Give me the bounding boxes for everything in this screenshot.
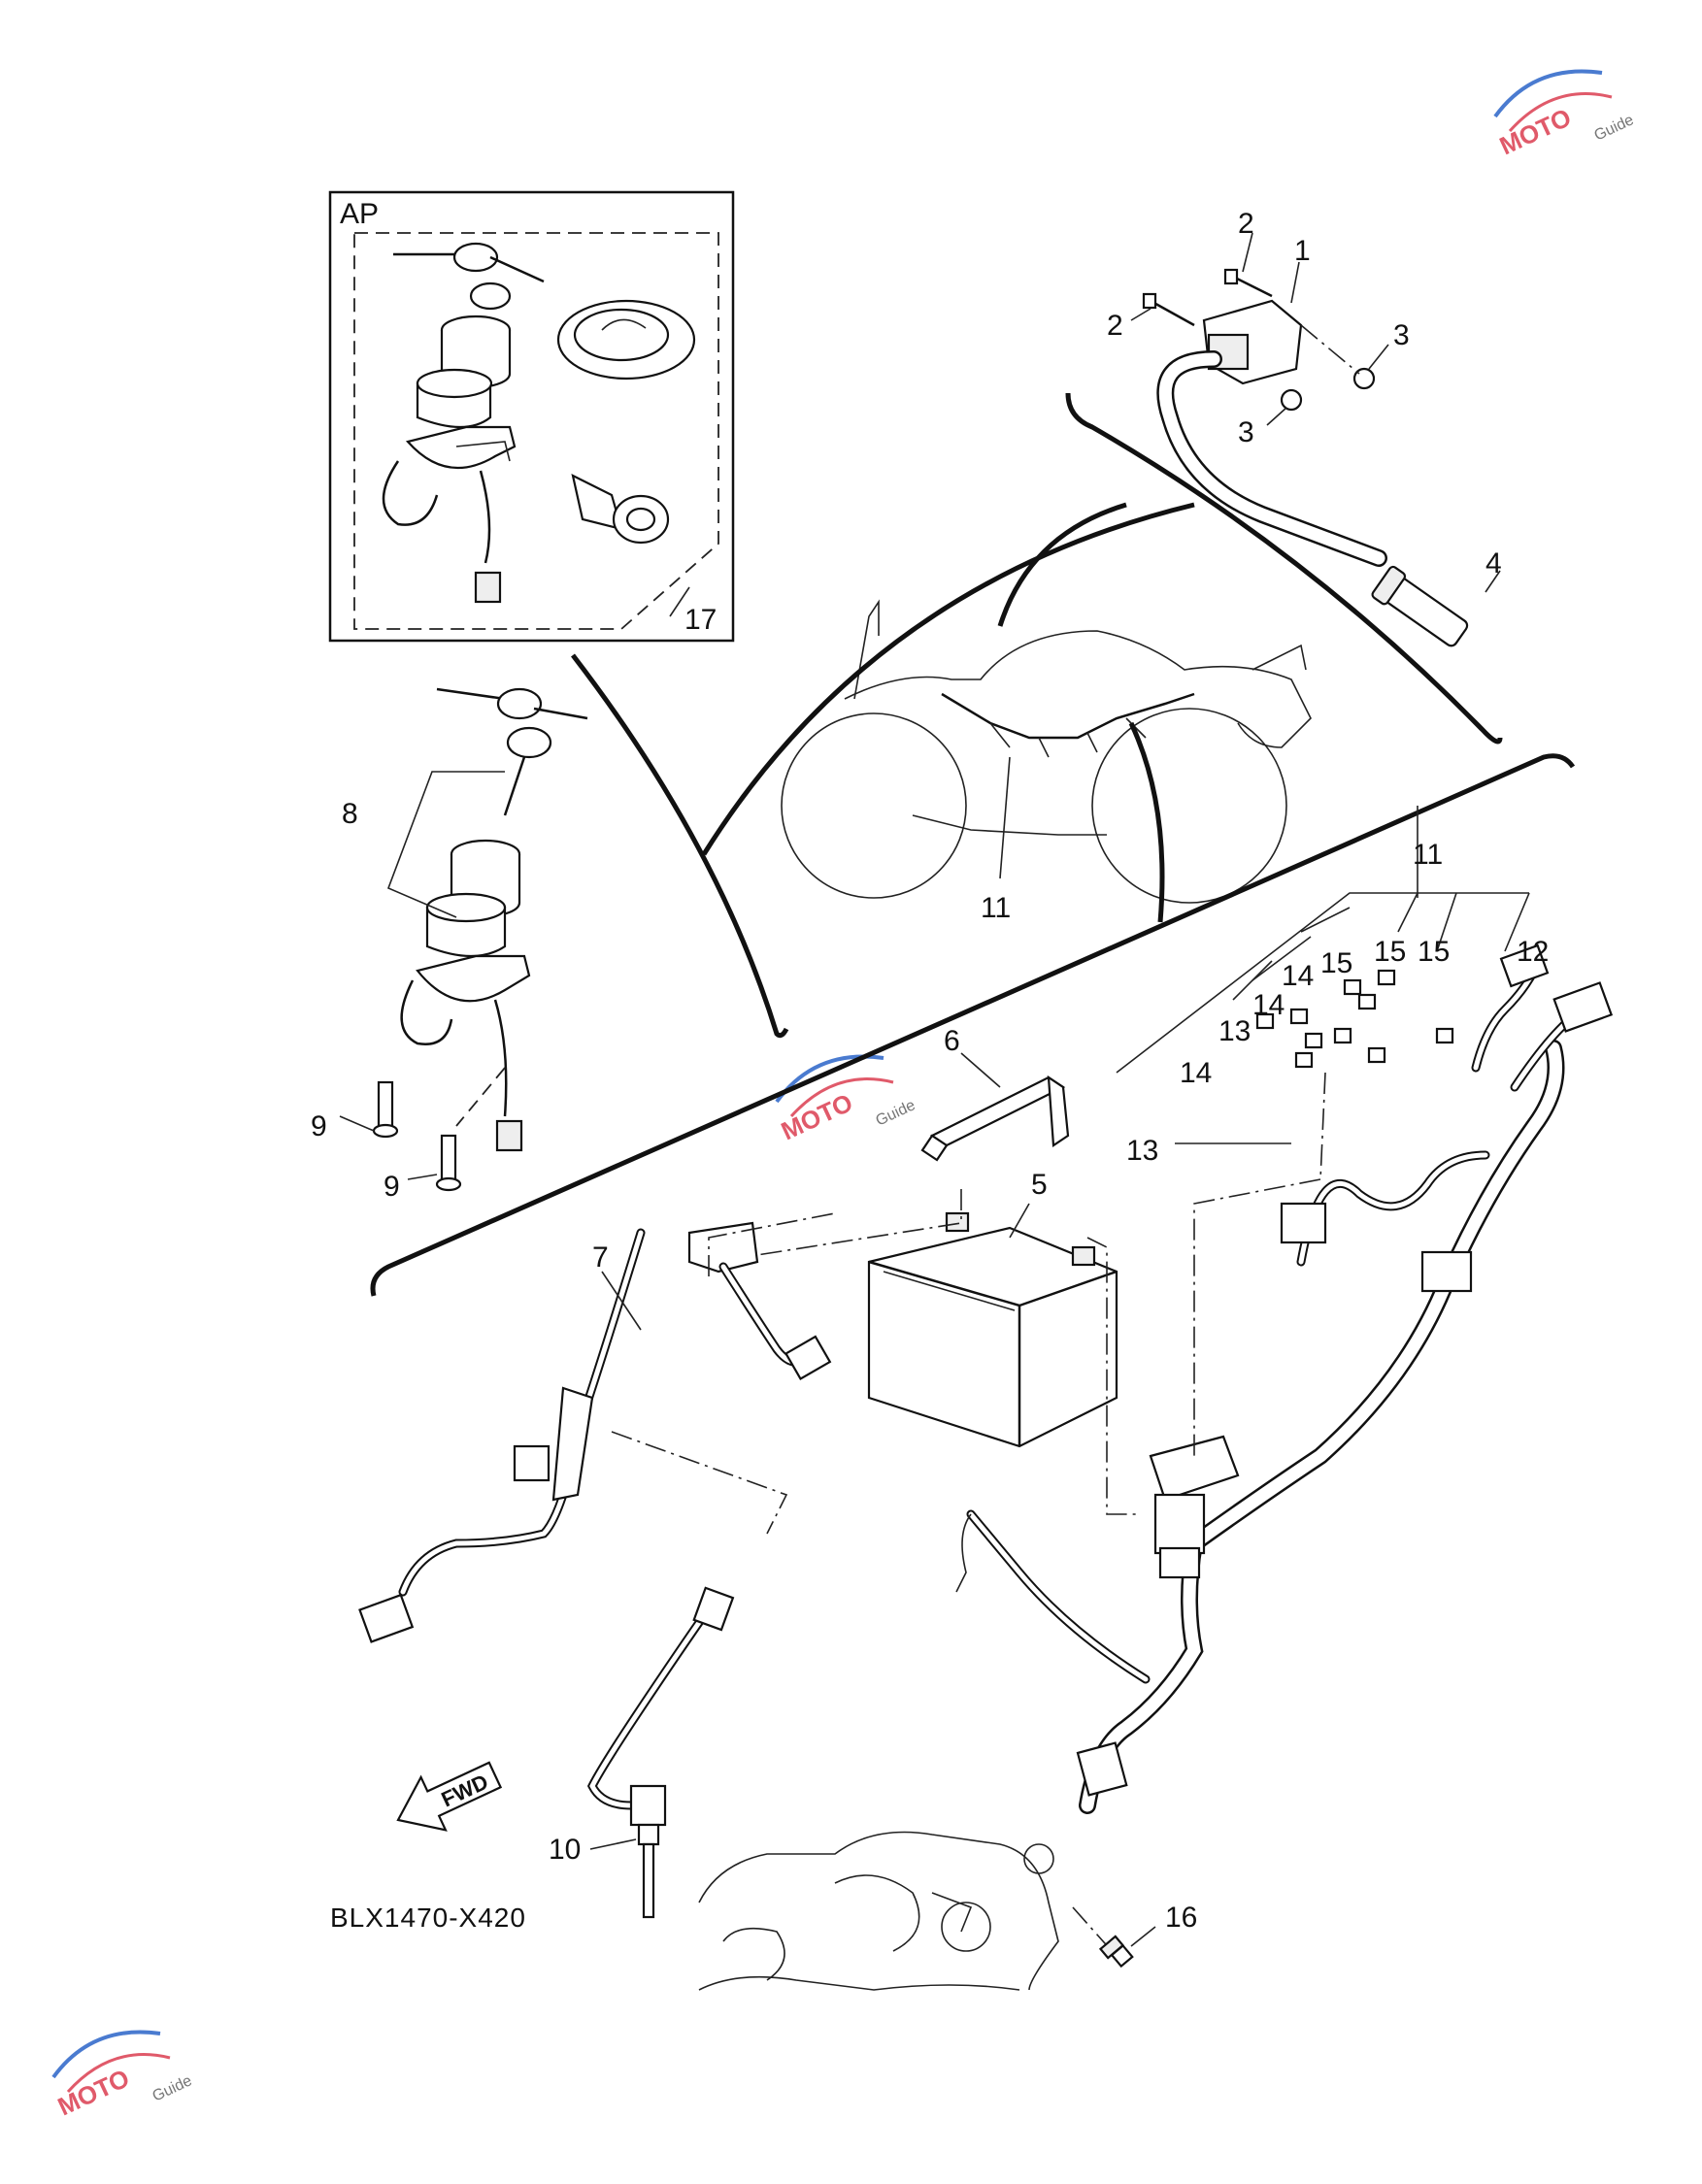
screw-icon	[435, 1134, 462, 1192]
key-icon	[436, 687, 588, 816]
callout-12: 12	[1517, 936, 1549, 968]
key-icon	[393, 242, 545, 311]
ignition-coil-group: 1 2 2 3 3 4	[1065, 208, 1503, 745]
fuel-cap	[556, 299, 696, 381]
watermark-logo-text: MOTO	[53, 2063, 134, 2121]
callout-2b: 2	[1107, 310, 1123, 342]
divider-main	[370, 753, 1576, 1297]
callout-3b: 3	[1238, 416, 1254, 448]
seat-lock	[571, 473, 670, 545]
screw-icon	[372, 1080, 399, 1139]
inset-label: AP	[340, 198, 379, 230]
callout-5: 5	[1031, 1169, 1048, 1201]
main-switch-group: 8 9 9	[311, 687, 588, 1203]
callout-17: 17	[684, 604, 717, 636]
callout-9a: 9	[311, 1110, 327, 1142]
bolt-icon	[1223, 268, 1273, 298]
callout-16: 16	[1165, 1902, 1197, 1934]
watermark-logo-center: MOTO Guide	[775, 1054, 918, 1145]
callout-7: 7	[592, 1241, 609, 1274]
sub-wire-harness: 7	[358, 1212, 836, 1643]
callout-9b: 9	[384, 1171, 400, 1203]
engine-case	[698, 1831, 1059, 1991]
watermark-logo-bottom-left: MOTO Guide	[51, 2030, 195, 2121]
callout-4: 4	[1485, 547, 1502, 579]
callout-15a: 15	[1320, 947, 1352, 979]
neutral-switch: 10	[549, 1586, 735, 1919]
callout-11a: 11	[981, 892, 1011, 924]
callout-13a: 13	[1218, 1015, 1251, 1047]
callout-3a: 3	[1393, 319, 1410, 351]
watermark-logo-text: MOTO	[1495, 102, 1576, 160]
callout-10: 10	[549, 1834, 581, 1866]
motorcycle-overview: 11	[701, 502, 1312, 924]
callout-15c: 15	[1418, 936, 1450, 968]
inset-ap-kit: AP	[328, 190, 735, 643]
callout-14b: 14	[1252, 989, 1285, 1021]
watermark-sub-text: Guide	[1592, 112, 1637, 144]
clip-icon	[1255, 969, 1454, 1069]
callout-11b: 11	[1413, 839, 1443, 871]
watermark-logo-text: MOTO	[777, 1087, 857, 1145]
battery: 5	[713, 1169, 1141, 1515]
bolt-icon	[1142, 292, 1195, 327]
callout-15b: 15	[1374, 936, 1406, 968]
watermark-sub-text: Guide	[150, 2072, 195, 2104]
callout-6: 6	[944, 1025, 960, 1057]
watermark-logo-top-right: MOTO Guide	[1493, 69, 1637, 160]
figure-code: BLX1470-X420	[330, 1903, 526, 1933]
callout-1: 1	[1294, 235, 1311, 267]
callout-2a: 2	[1238, 208, 1254, 240]
bolt-16: 16	[1072, 1902, 1197, 1969]
callout-14a: 14	[1180, 1057, 1212, 1089]
ignition-switch-kit	[382, 314, 517, 604]
watermark-sub-text: Guide	[874, 1097, 918, 1129]
fwd-arrow-icon: FWD	[396, 1761, 503, 1832]
callout-14c: 14	[1282, 960, 1314, 992]
main-wire-harness: 11 12 13 13 14 14 14 15 15 15	[955, 806, 1614, 1814]
callout-13b: 13	[1126, 1135, 1158, 1167]
callout-8: 8	[342, 798, 358, 830]
divider-left	[571, 653, 789, 1039]
battery-band: 6	[920, 1025, 1070, 1162]
spark-plug-cap	[1371, 565, 1469, 647]
